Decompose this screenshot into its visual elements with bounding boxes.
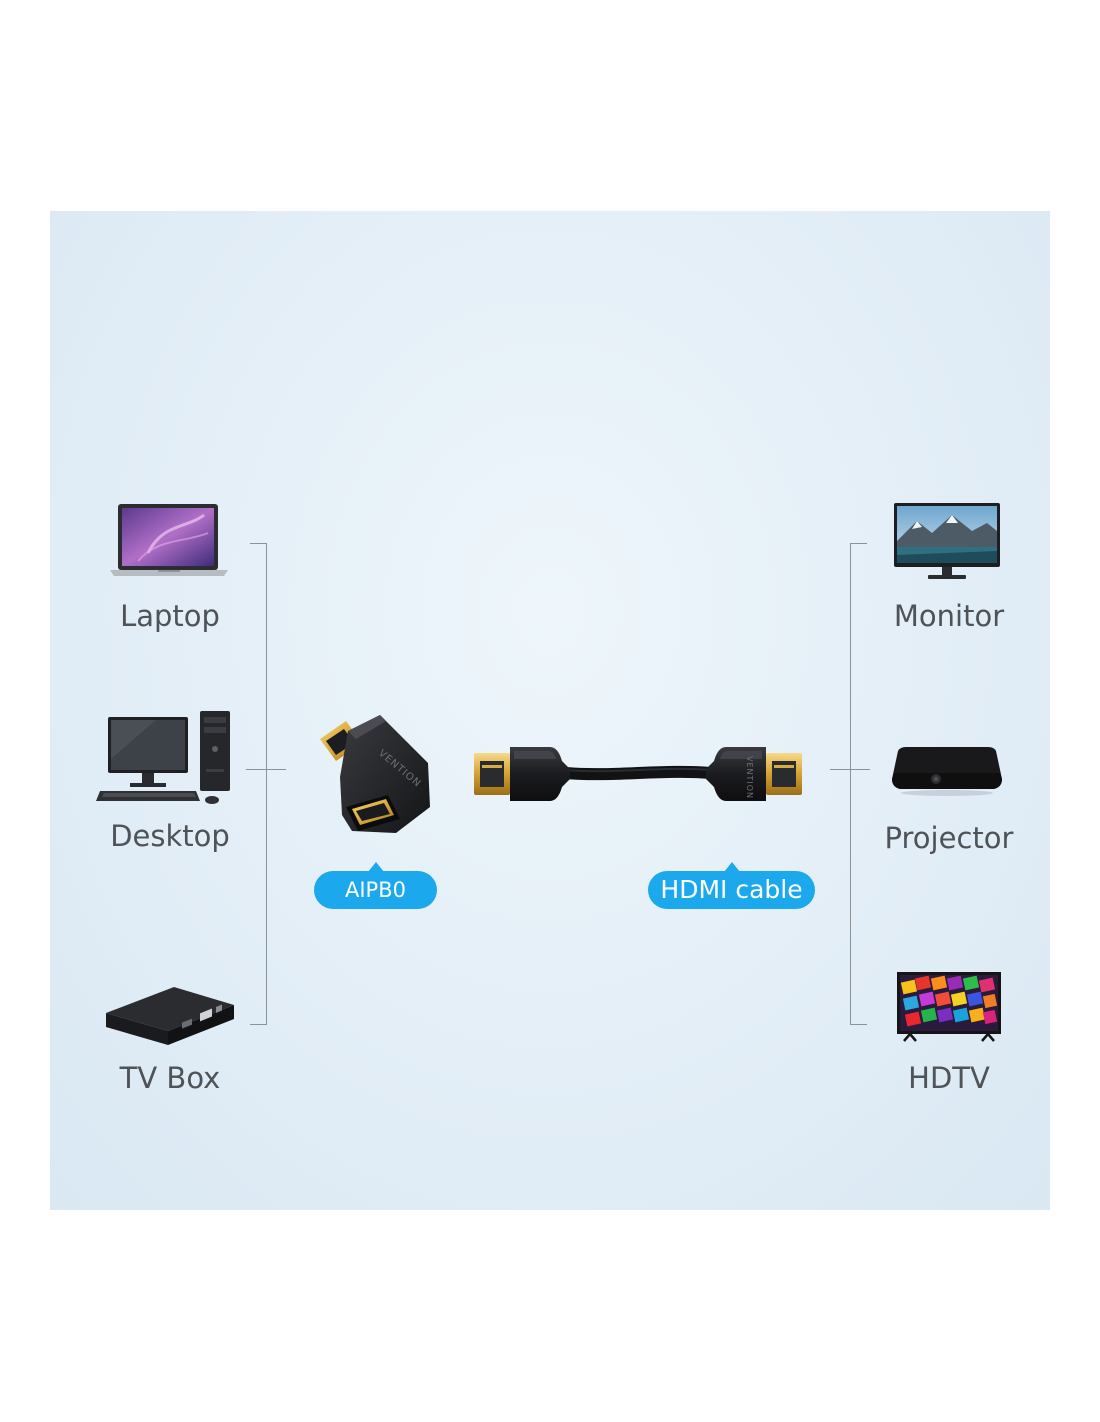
adapter-model-badge: AIPB0 [314, 862, 437, 909]
left-connector-line [246, 769, 286, 770]
laptop-icon [110, 504, 228, 576]
cable-brand-mark: VENTION [745, 756, 754, 799]
laptop-label: Laptop [120, 599, 220, 633]
monitor-label: Monitor [893, 599, 1005, 633]
projector-icon [892, 747, 1002, 796]
tv-box-icon [106, 987, 234, 1045]
monitor-icon [894, 503, 1000, 579]
hdtv-icon [897, 972, 1001, 1042]
desktop-label: Desktop [110, 819, 230, 853]
tv-box-label: TV Box [119, 1061, 221, 1095]
left-bracket [250, 543, 267, 1025]
hdmi-adapter-icon: VENTION [320, 715, 430, 833]
hdtv-label: HDTV [908, 1061, 990, 1095]
right-bracket [850, 543, 867, 1025]
adapter-model-text: AIPB0 [345, 878, 406, 902]
desktop-computer-icon [96, 711, 230, 804]
projector-label: Projector [884, 821, 1014, 855]
cable-badge-text: HDMI cable [660, 875, 803, 904]
diagram-panel: Laptop Desktop TV Box [50, 211, 1050, 1210]
cable-badge: HDMI cable [648, 862, 815, 909]
right-connector-line [830, 769, 870, 770]
hdmi-cable-icon: VENTION [474, 747, 802, 801]
